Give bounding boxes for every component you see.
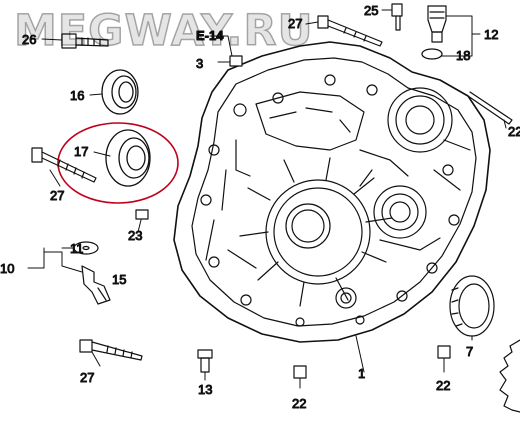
callout-27-left: 27 (50, 188, 64, 203)
callout-17: 17 (74, 144, 88, 159)
dowel-22-right (437, 345, 451, 359)
bolt-27-lower (79, 339, 143, 361)
drain-plug-15 (81, 265, 111, 305)
callout-27-lower: 27 (80, 370, 94, 385)
bolt-26 (61, 33, 109, 49)
callout-22-edge: 22 (508, 124, 520, 139)
dowel-22-bottom (293, 365, 307, 379)
oil-seal-16 (101, 69, 139, 115)
callout-12: 12 (484, 27, 498, 42)
highlight-circle (57, 122, 179, 204)
callout-10: 10 (0, 261, 14, 276)
callout-16: 16 (70, 88, 84, 103)
callout-11: 11 (70, 241, 84, 256)
callout-23: 23 (128, 228, 142, 243)
o-ring-18 (421, 48, 443, 60)
callout-27-top: 27 (288, 16, 302, 31)
transmission-case (173, 41, 491, 343)
callout-labels: 26 16 17 27 23 11 10 15 27 13 22 1 22 7 … (0, 3, 520, 412)
callout-22-bottom: 22 (292, 396, 306, 411)
callout-7: 7 (466, 344, 473, 359)
dowel-23 (135, 209, 149, 220)
dowel-3 (229, 55, 243, 67)
callout-18: 18 (456, 48, 470, 63)
bolt-25 (391, 3, 403, 31)
bolt-22-right (467, 91, 513, 125)
callout-13: 13 (198, 382, 212, 397)
bolt-27-top (317, 15, 383, 47)
leader-lines (27, 9, 507, 389)
bolt-27-left (31, 147, 97, 183)
callout-26: 26 (22, 32, 36, 47)
callout-15: 15 (112, 272, 126, 287)
gear-partial (499, 339, 520, 413)
watermark: MEGWAY.RU (13, 5, 314, 57)
synchro-ring-7 (449, 275, 495, 337)
oil-seal-17 (105, 129, 151, 187)
callout-1: 1 (358, 366, 365, 381)
callout-25: 25 (364, 3, 378, 18)
reference-e14: E-14 (196, 28, 224, 43)
switch-13 (197, 349, 213, 373)
callout-3: 3 (196, 56, 203, 71)
speed-sensor-12 (427, 5, 447, 43)
callout-22-right: 22 (436, 378, 450, 393)
